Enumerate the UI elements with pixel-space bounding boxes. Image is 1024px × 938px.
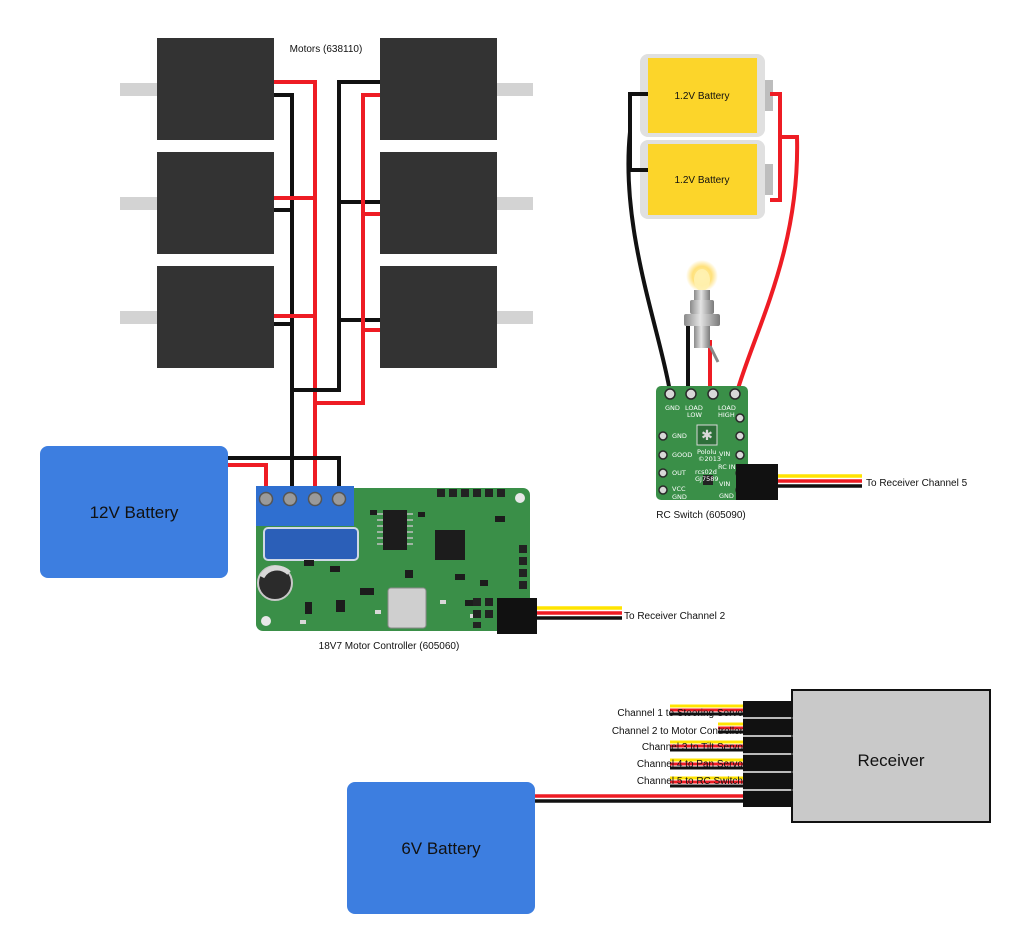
motor-shaft <box>493 197 533 210</box>
battery-bottom-label: 1.2V Battery <box>674 175 729 186</box>
battery-12v <box>40 446 228 578</box>
receiver-connectors <box>743 701 793 807</box>
motor <box>380 266 497 368</box>
svg-text:HIGH: HIGH <box>718 411 735 419</box>
ch5-cable <box>778 474 862 488</box>
svg-text:VCC: VCC <box>672 485 686 493</box>
motors-group <box>120 38 533 368</box>
svg-text:rcs02d: rcs02d <box>695 468 717 476</box>
rc-switch-wiring <box>626 92 800 393</box>
svg-text:Pololu: Pololu <box>697 448 716 456</box>
microcontroller <box>435 530 465 560</box>
motor <box>157 152 274 254</box>
rc-switch-pin-labels: GND LOAD LOW LOAD HIGH GND GOOD OUT VCC … <box>665 404 736 501</box>
svg-text:OUT: OUT <box>672 469 686 477</box>
motor-shaft <box>120 83 160 96</box>
chip <box>383 510 407 550</box>
svg-text:LOAD: LOAD <box>685 404 703 412</box>
channel-cables <box>535 704 745 803</box>
svg-text:GND: GND <box>672 493 687 501</box>
svg-text:✱: ✱ <box>701 427 713 443</box>
channel-2-label: Channel 2 to Motor Controller <box>612 726 744 737</box>
rc-connector-ch5 <box>736 464 778 500</box>
channel-1-label: Channel 1 to Steering Servo <box>617 708 743 719</box>
svg-text:VIN: VIN <box>719 450 730 458</box>
rc-switch-board: ✱ <box>656 386 778 500</box>
motor <box>380 152 497 254</box>
ch2-cable <box>537 606 622 620</box>
channel-4-label: Channel 4 to Pan Servo <box>637 759 744 770</box>
blue-component <box>263 527 359 561</box>
svg-text:LOW: LOW <box>687 411 703 419</box>
channel-3-label: Channel 3 to Tilt Servo <box>642 742 744 753</box>
svg-text:GND: GND <box>719 492 734 500</box>
svg-text:RC IN: RC IN <box>718 463 736 471</box>
svg-text:GOOD: GOOD <box>672 451 692 459</box>
battery-6v-label: 6V Battery <box>401 839 481 858</box>
channel-labels: Channel 1 to Steering Servo Channel 2 to… <box>612 708 744 787</box>
motor-wiring <box>274 80 380 488</box>
channel-5-label: Channel 5 to RC Switch <box>637 776 743 787</box>
motor-shaft <box>120 197 160 210</box>
rc-switch-label: RC Switch (605090) <box>656 510 745 521</box>
svg-text:VIN: VIN <box>719 480 730 488</box>
battery-pack-1v2 <box>640 54 773 219</box>
motor-controller-label: 18V7 Motor Controller (605060) <box>319 641 460 652</box>
motor-controller-board <box>256 486 537 634</box>
battery-12v-label: 12V Battery <box>90 503 179 522</box>
motor-shaft <box>493 311 533 324</box>
motor <box>380 38 497 140</box>
battery-12v-wiring <box>228 456 341 490</box>
lamp <box>684 260 720 363</box>
svg-text:GJ7589: GJ7589 <box>695 475 719 483</box>
motor <box>157 266 274 368</box>
motors-label: Motors (638110) <box>290 44 363 55</box>
svg-text:©2013: ©2013 <box>698 455 721 463</box>
svg-text:GND: GND <box>665 404 680 412</box>
motor <box>157 38 274 140</box>
receiver-label: Receiver <box>857 751 924 770</box>
motor-shaft <box>493 83 533 96</box>
usb-connector <box>387 587 427 629</box>
svg-text:LOAD: LOAD <box>718 404 736 412</box>
to-ch2-label: To Receiver Channel 2 <box>624 611 726 622</box>
battery-6v <box>347 782 535 914</box>
svg-text:GND: GND <box>672 432 687 440</box>
battery-top-label: 1.2V Battery <box>674 91 729 102</box>
receiver <box>791 689 991 823</box>
to-ch5-label: To Receiver Channel 5 <box>866 478 968 489</box>
motor-shaft <box>120 311 160 324</box>
rc-connector-ch2 <box>497 598 537 634</box>
